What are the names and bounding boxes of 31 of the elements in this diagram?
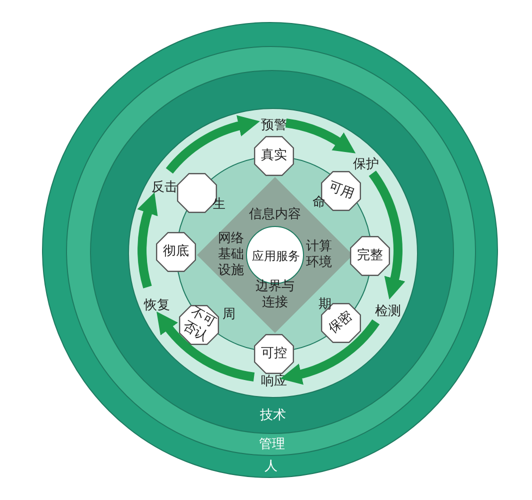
property-label: 可用 <box>325 178 357 204</box>
domain-label: 计算环境 <box>305 239 333 271</box>
octagon-node <box>252 134 296 178</box>
domain-label: 信息内容 <box>248 207 302 223</box>
property-label: 可控 <box>260 346 288 362</box>
lifecycle-char: 周 <box>222 307 236 323</box>
domain-label: 边界与连接 <box>254 279 296 311</box>
cycle-arrow <box>137 192 158 288</box>
lifecycle-char: 命 <box>312 195 326 211</box>
stage-label: 预警 <box>261 118 287 134</box>
cycle-arrow <box>368 170 406 300</box>
octagon-node <box>154 230 198 274</box>
cycle-arrow <box>166 116 260 174</box>
stage-label: 检测 <box>375 304 402 320</box>
domain-label: 网络基础设施 <box>217 231 245 279</box>
octagon-node <box>252 332 296 376</box>
octagon-node <box>348 234 392 278</box>
cycle-arrow <box>280 319 380 384</box>
lifecycle-char: 生 <box>212 197 226 213</box>
cycle-arrow <box>285 118 356 152</box>
center-label: 应用服务 <box>251 248 301 264</box>
property-label: 彻底 <box>162 244 190 260</box>
band-label: 人 <box>264 459 278 475</box>
property-label: 不可否认 <box>179 304 220 346</box>
stage-label: 恢复 <box>144 298 170 314</box>
property-label: 真实 <box>260 148 288 164</box>
band-label: 技术 <box>259 408 287 424</box>
stage-label: 保护 <box>353 157 380 174</box>
property-label: 完整 <box>356 248 384 264</box>
stage-label: 反击 <box>151 180 178 196</box>
band-label: 管理 <box>258 437 286 453</box>
